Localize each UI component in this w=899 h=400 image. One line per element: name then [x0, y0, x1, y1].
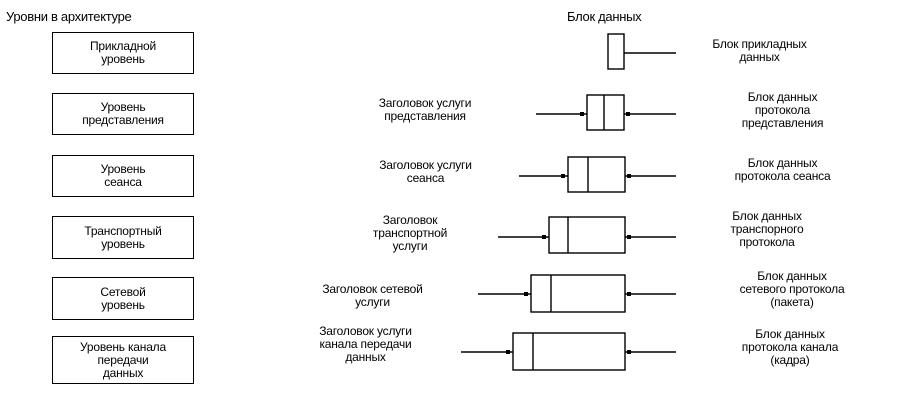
transport-data-block — [548, 216, 626, 254]
data-block-heading: Блок данных — [567, 9, 642, 24]
level-box-transport: Транспортный уровень — [52, 216, 194, 259]
level-box-presentation: Уровень представления — [52, 93, 194, 135]
level-box-data-link: Уровень канала передачи данных — [52, 336, 194, 384]
header-label-transport: Заголовок транспортной услуги — [372, 213, 448, 253]
block-label-transport: Блок данных транспорного протокола — [730, 209, 804, 249]
levels-heading: Уровни в архитектуре — [6, 9, 132, 24]
header-label-network: Заголовок сетевой услуги — [322, 282, 423, 309]
level-box-session: Уровень сеанса — [52, 155, 194, 197]
presentation-data-block — [586, 94, 625, 131]
application-data-block — [607, 33, 625, 70]
block-label-data-link: Блок данных протокола канала (кадра) — [741, 327, 839, 367]
data-link-data-block — [512, 332, 626, 371]
level-box-application: Прикладной уровень — [52, 32, 194, 74]
header-label-presentation: Заголовок услуги представления — [378, 96, 472, 123]
session-data-block — [567, 156, 626, 193]
block-label-application: Блок прикладных данных — [712, 37, 807, 64]
block-label-network: Блок данных сетевого протокола (пакета) — [739, 269, 845, 309]
block-label-presentation: Блок данных протокола представления — [741, 90, 824, 130]
header-label-data-link: Заголовок услуги канала передачи данных — [319, 324, 412, 364]
header-label-session: Заголовок услуги сеанса — [379, 158, 472, 185]
network-data-block — [530, 274, 626, 313]
level-box-network: Сетевой уровень — [52, 277, 194, 320]
block-label-session: Блок данных протокола сеанса — [734, 156, 831, 183]
